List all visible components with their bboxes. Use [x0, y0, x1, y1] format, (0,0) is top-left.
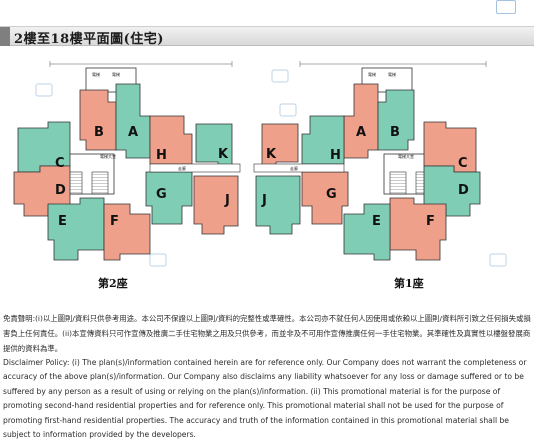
tower-2-unit-b [79, 89, 117, 151]
tower-1: A B C D E F H G K J 電梯大堂 電梯 電梯 走廊 第1座 [253, 67, 481, 290]
disclaimer: 免責聲明:(i)以上圖則/資料只供參考用途。本公司不保證以上圖則/資料的完整性或… [3, 311, 531, 442]
tower-2-unit-f [103, 203, 151, 261]
tower-2-stairs-2 [91, 171, 109, 195]
tower-2-lobby-label: 電梯大堂 [100, 153, 116, 159]
tower-1-unit-e [343, 203, 391, 261]
disclaimer-english: Disclaimer Policy: (i) The plan(s)/infor… [3, 358, 527, 440]
tower-2-label-k: K [218, 147, 229, 162]
tower-1-label-b: B [390, 125, 400, 140]
tower-2-label-d: D [55, 183, 66, 198]
tower-2-label-f: F [110, 214, 119, 229]
tower-2-label-h: H [156, 148, 167, 163]
tower-1-label-j: J [261, 193, 267, 208]
disclaimer-chinese: 免責聲明:(i)以上圖則/資料只供參考用途。本公司不保證以上圖則/資料的完整性或… [3, 314, 531, 353]
floor-plan: B A C D E F H G K J 電梯大堂 電梯 電梯 走廊 第2座 [13, 61, 507, 290]
dimension-lines [49, 61, 487, 67]
title-accent [0, 27, 10, 46]
tower-2-label-c: C [55, 156, 65, 171]
title-bar: 2樓至18樓平面圖(住宅) [0, 26, 534, 47]
tower-1-label-g: G [326, 187, 337, 202]
tower-1-lift-label: 電梯 [368, 71, 376, 77]
tower-1-corridor-label: 走廊 [290, 165, 298, 171]
tower-1-stairs [389, 171, 407, 195]
tower-1-unit-f [389, 197, 447, 261]
tower-1-label-d: D [458, 183, 469, 198]
tower-1-label-f: F [426, 214, 435, 229]
tower-2-unit-a [115, 83, 151, 159]
tower-1-label-c: C [458, 156, 468, 171]
tower-1-unit-c [423, 121, 477, 173]
tower-2-lift-label: 電梯 [92, 71, 100, 77]
tower-1-label-k: K [266, 147, 277, 162]
tower-1-label-a: A [356, 125, 366, 140]
tower-2-corridor-label: 走廊 [178, 165, 186, 171]
tower-2-label-j: J [224, 193, 230, 208]
tower-2-label-a: A [128, 125, 138, 140]
tower-1-unit-b [377, 89, 415, 151]
tower-1-unit-g [301, 171, 349, 225]
tower-1-label-h: H [330, 148, 341, 163]
tower-2-corridor [149, 163, 241, 173]
tower-2-name: 第2座 [98, 276, 128, 290]
tower-2-label-b: B [94, 125, 104, 140]
watermark-logo-top [486, 0, 526, 22]
tower-2-unit-g [145, 171, 193, 225]
tower-2-unit-e [47, 197, 105, 261]
tower-1-unit-a [343, 83, 379, 159]
tower-2: B A C D E F H G K J 電梯大堂 電梯 電梯 走廊 第2座 [13, 67, 241, 290]
tower-1-label-e: E [372, 214, 381, 229]
tower-1-corridor [253, 163, 345, 173]
tower-1-lobby-label: 電梯大堂 [398, 153, 414, 159]
tower-2-lift-label-2: 電梯 [112, 71, 120, 77]
page-title: 2樓至18樓平面圖(住宅) [14, 32, 164, 47]
tower-1-lift-label-2: 電梯 [388, 71, 396, 77]
tower-2-unit-j [193, 175, 239, 235]
tower-1-unit-j [255, 175, 301, 235]
tower-2-label-g: G [156, 187, 167, 202]
tower-2-label-e: E [58, 214, 67, 229]
tower-1-name: 第1座 [394, 276, 424, 290]
watermark-logos [35, 69, 507, 267]
